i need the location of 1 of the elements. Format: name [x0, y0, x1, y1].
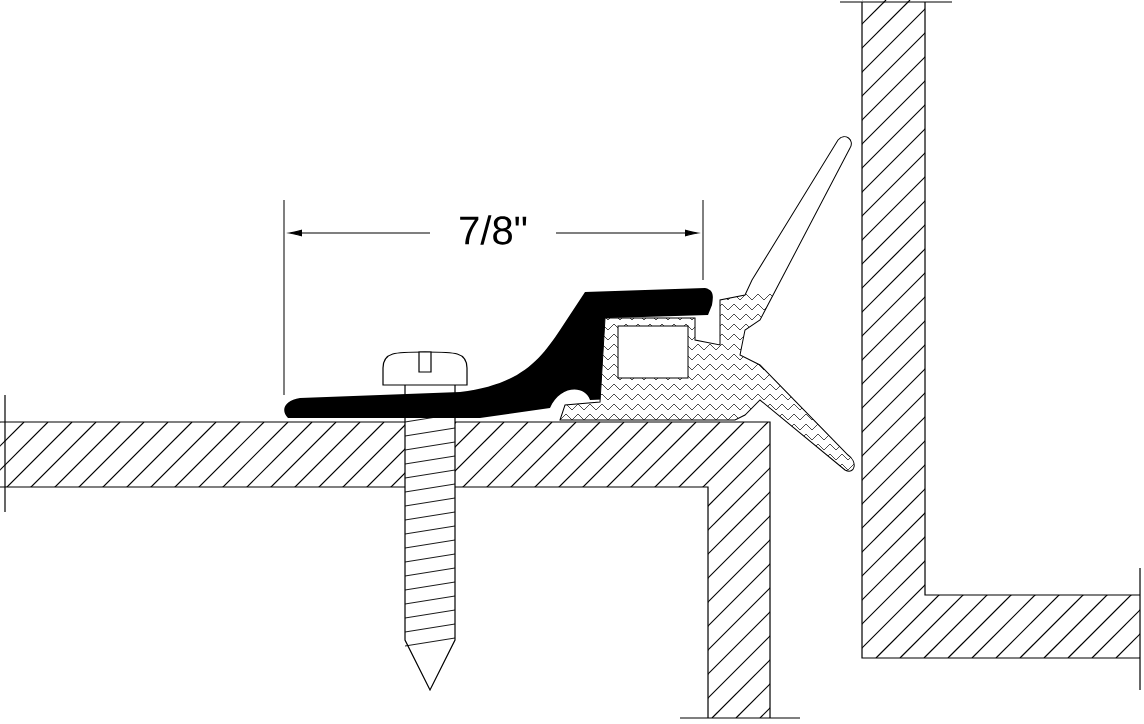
dimension-label: 7/8" [460, 215, 527, 245]
